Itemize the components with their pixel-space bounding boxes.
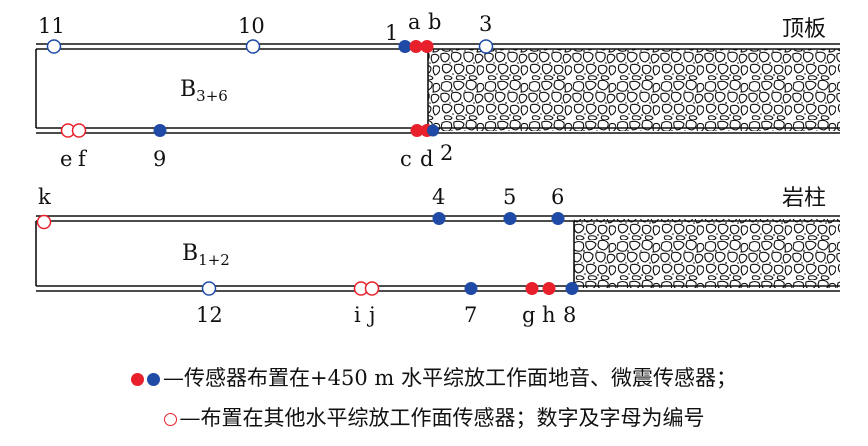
sensor-f-label: f	[78, 147, 88, 171]
legend-line-1-text: —传感器布置在+450 m 水平综放工作面地音、微震传感器；	[163, 366, 737, 390]
sensor-5-label: 5	[503, 185, 516, 209]
sensor-c-marker	[410, 124, 424, 137]
sensor-2-label: 2	[440, 141, 453, 165]
sensor-i-label: i	[354, 303, 361, 327]
upper-block-label: B3+6	[180, 77, 228, 105]
sensor-labels: 11 10 1 a b 3 e f 9 c d 2 k 4 5 6 12 i j…	[38, 10, 576, 327]
sensor-9-label: 9	[153, 147, 166, 171]
upper-goaf-rubble	[428, 49, 840, 131]
sensor-4-label: 4	[432, 185, 445, 209]
legend-red-dot-icon	[131, 373, 145, 386]
sensor-a-marker	[409, 40, 423, 53]
sensor-b-marker	[420, 40, 434, 53]
sensor-d-label: d	[420, 147, 433, 171]
sensor-j-marker	[364, 281, 380, 296]
sensor-6-marker	[551, 212, 565, 225]
sensor-h-label: h	[542, 303, 556, 327]
sensor-c-label: c	[400, 147, 412, 171]
sensor-8-marker	[565, 282, 579, 295]
sensor-7-marker	[464, 282, 478, 295]
legend-hollow-circle-icon	[163, 413, 177, 426]
sensor-12-label: 12	[196, 303, 223, 327]
lower-block-sub: 1+2	[198, 251, 230, 269]
legend-blue-dot-icon	[147, 373, 161, 386]
sensor-k-marker	[36, 214, 52, 230]
sensor-11-marker	[46, 39, 62, 54]
upper-block-sub: 3+6	[196, 87, 228, 105]
upper-block-main: B	[180, 77, 196, 102]
sensor-7-label: 7	[464, 303, 477, 327]
sensor-10-label: 10	[238, 14, 265, 38]
sensor-a-label: a	[408, 10, 421, 34]
sensor-h-marker	[542, 282, 556, 295]
sensor-6-label: 6	[551, 185, 564, 209]
sensor-3-marker	[478, 39, 494, 54]
lower-goaf-rubble	[574, 219, 840, 288]
sensor-f-marker	[71, 123, 87, 138]
sensor-j-label: j	[366, 303, 376, 327]
sensor-1-marker	[398, 40, 412, 53]
legend-line-1: —传感器布置在+450 m 水平综放工作面地音、微震传感器；	[0, 362, 868, 392]
sensor-10-marker	[245, 39, 261, 54]
sensor-11-label: 11	[38, 14, 65, 38]
sensor-k-label: k	[38, 185, 51, 209]
sensor-2-marker	[427, 124, 439, 137]
sensor-8-label: 8	[563, 303, 576, 327]
pillar-label: 岩柱	[782, 186, 826, 211]
sensor-e-label: e	[60, 147, 72, 171]
roof-label: 顶板	[782, 17, 826, 42]
sensor-12-marker	[201, 281, 217, 296]
sensor-3-label: 3	[479, 12, 492, 36]
sensor-b-label: b	[428, 10, 441, 34]
legend-line-2-text: —布置在其他水平综放工作面传感器；数字及字母为编号	[179, 406, 705, 430]
sensor-g-marker	[525, 282, 539, 295]
sensor-markers	[36, 39, 579, 296]
lower-block-main: B	[182, 241, 198, 266]
legend-line-2: —布置在其他水平综放工作面传感器；数字及字母为编号	[0, 402, 868, 432]
lower-block-label: B1+2	[182, 241, 230, 269]
sensor-4-marker	[432, 212, 446, 225]
sensor-1-label: 1	[385, 21, 398, 45]
sensor-9-marker	[153, 124, 167, 137]
sensor-5-marker	[503, 212, 517, 225]
sensor-g-label: g	[522, 303, 535, 327]
